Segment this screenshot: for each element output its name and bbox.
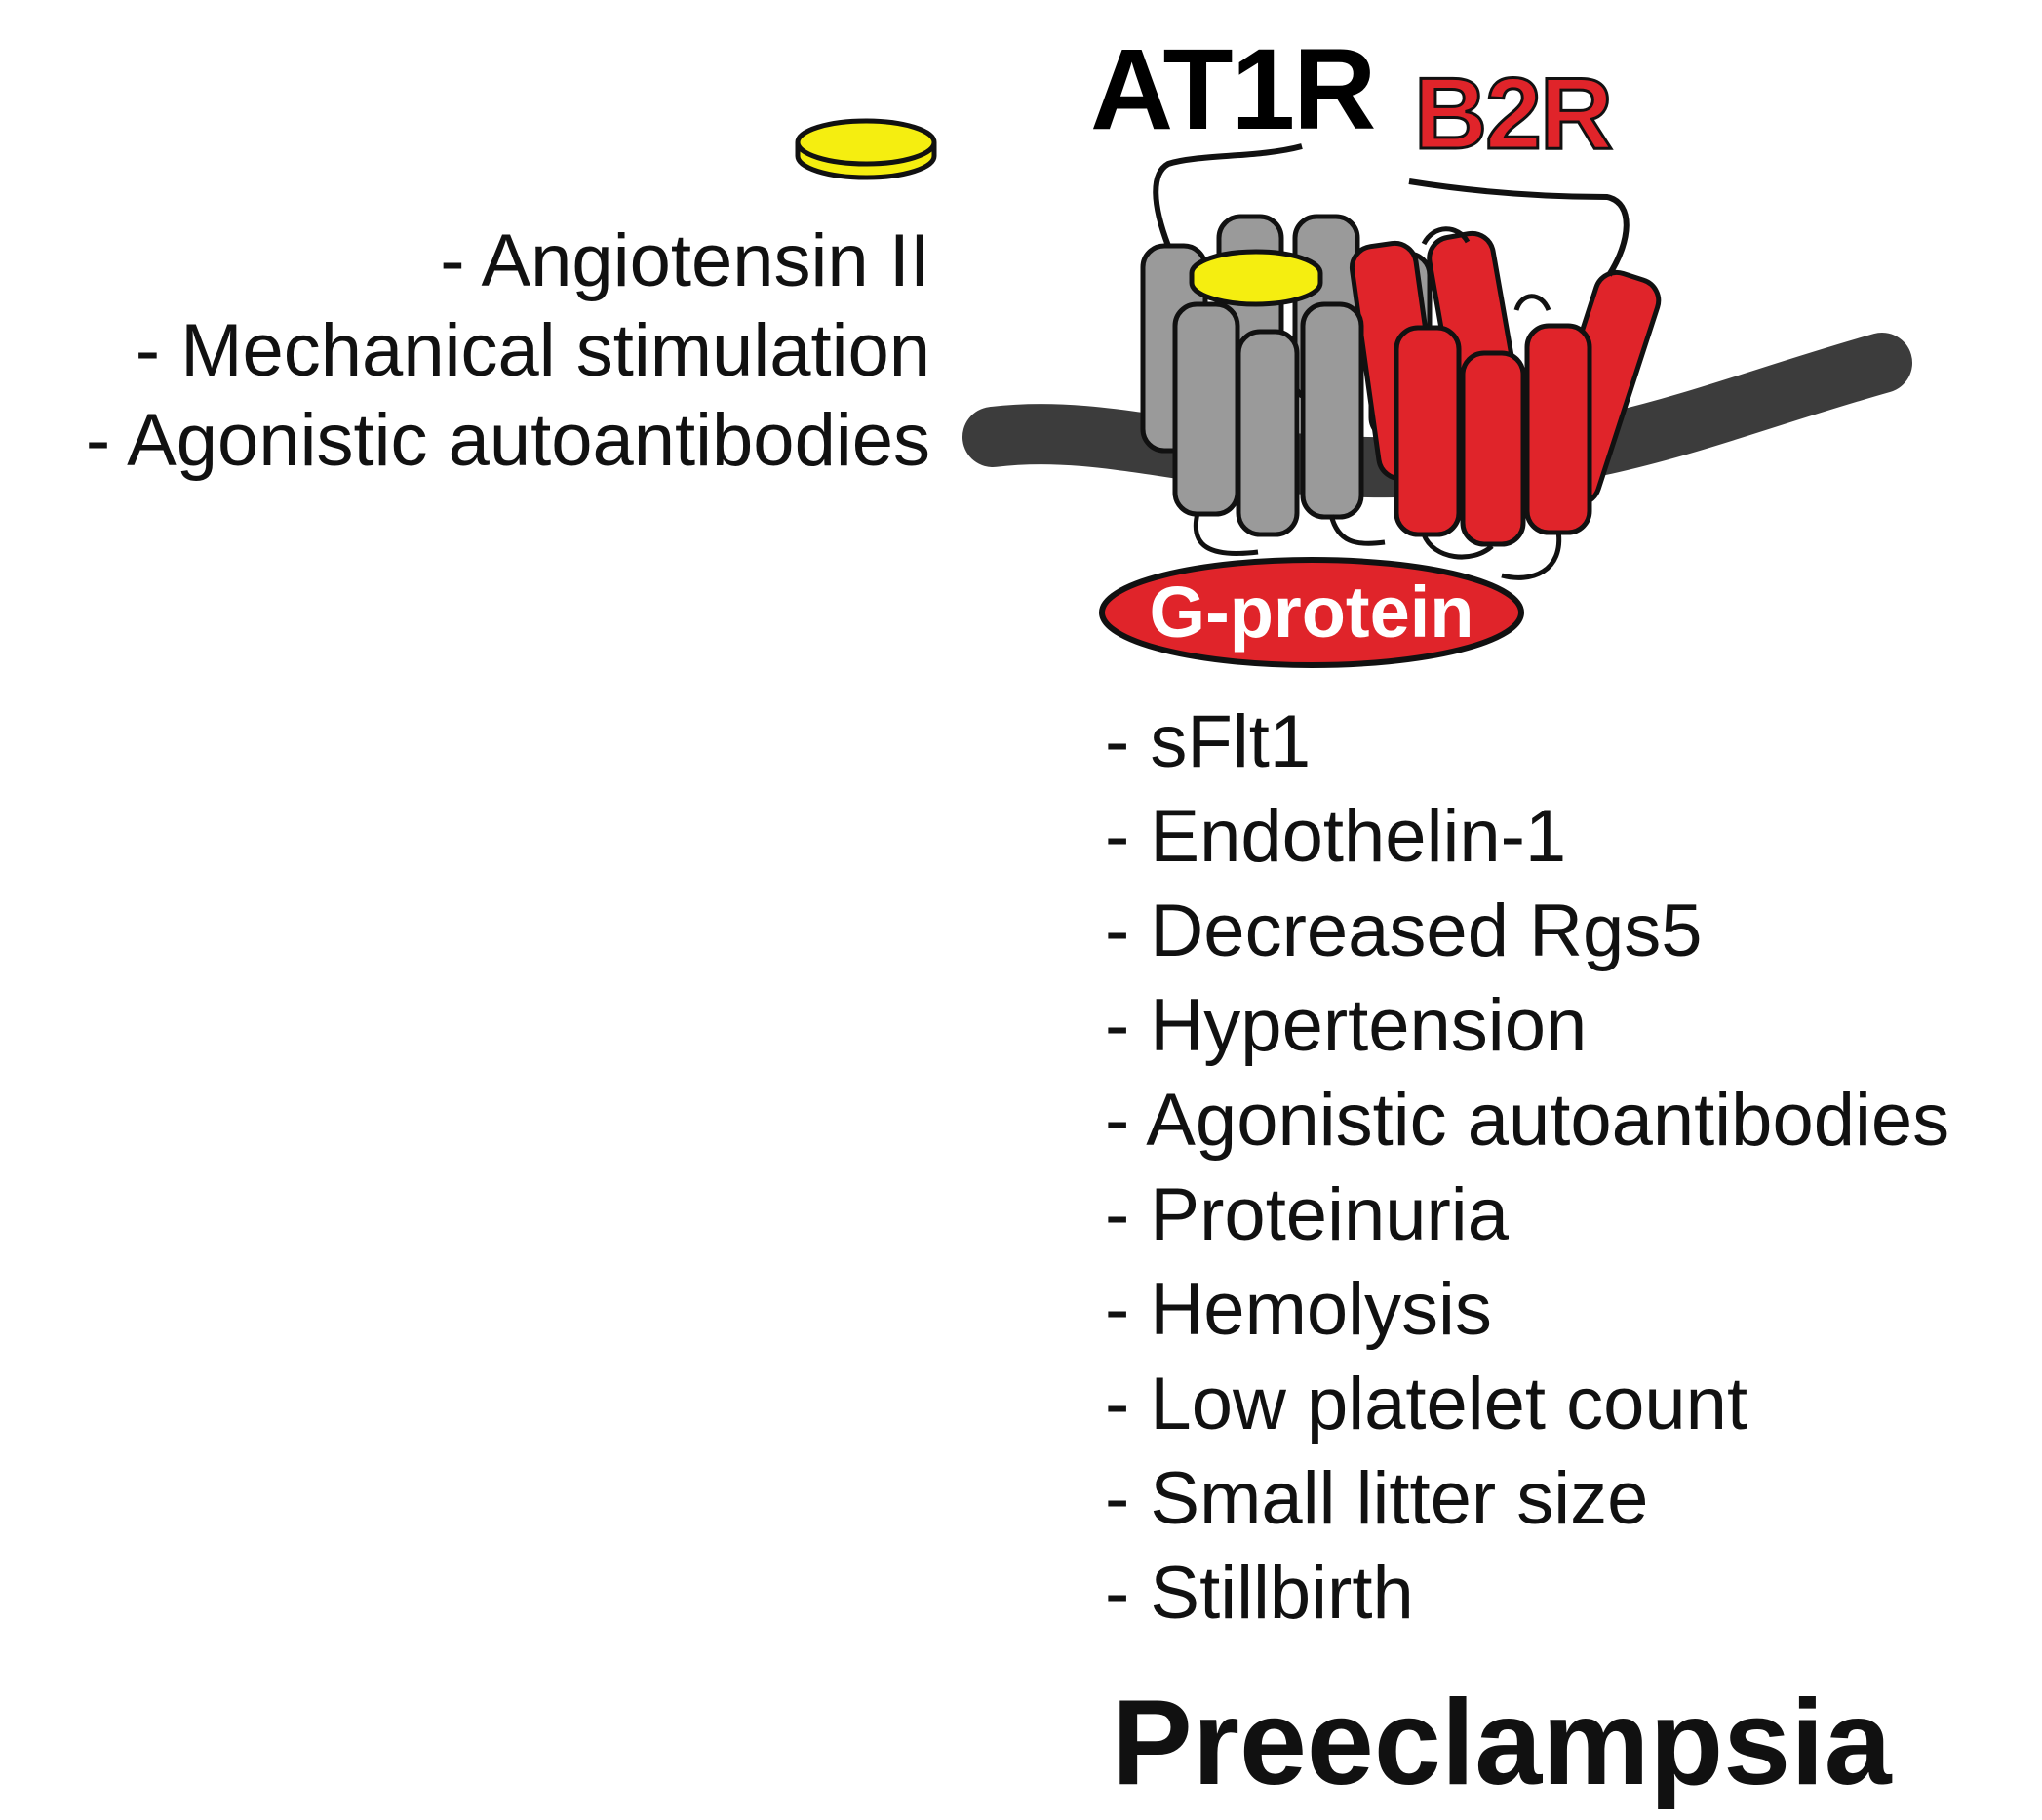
effect-item: - Endothelin-1 [1105, 795, 1567, 878]
effect-item: - Stillbirth [1105, 1552, 1414, 1635]
effect-item: - Hypertension [1105, 984, 1588, 1067]
outcome-title: Preeclampsia [1112, 1676, 1892, 1810]
at1r-label: AT1R [1090, 25, 1376, 154]
effect-item: - Low platelet count [1105, 1363, 1748, 1445]
b2r-extracellular-loop [1408, 178, 1630, 277]
effect-item: - sFlt1 [1105, 700, 1312, 783]
at1r-extracellular-loop [1153, 143, 1303, 248]
g-protein-label: G-protein [1149, 572, 1474, 653]
b2r-front-helices [1394, 323, 1592, 547]
free-ligand-icon [795, 118, 937, 180]
effect-item: - Small litter size [1105, 1457, 1649, 1540]
at1r-front-helices [1172, 301, 1364, 537]
stimuli-list: - Angiotensin II - Mechanical stimulatio… [86, 217, 930, 486]
g-protein-ellipse [1099, 557, 1524, 668]
effect-item: - Agonistic autoantibodies [1105, 1079, 1950, 1162]
effect-item: - Proteinuria [1105, 1173, 1509, 1256]
bound-ligand [1189, 249, 1323, 307]
b2r-label: B2R [1412, 58, 1614, 171]
stimulus-item: - Mechanical stimulation [135, 309, 930, 392]
stimulus-item: - Angiotensin II [440, 219, 930, 302]
effects-list: - sFlt1 - Endothelin-1 - Decreased Rgs5 … [1105, 694, 1949, 1641]
stimulus-item: - Agonistic autoantibodies [85, 399, 930, 482]
effect-item: - Hemolysis [1105, 1268, 1492, 1351]
effect-item: - Decreased Rgs5 [1105, 890, 1703, 972]
